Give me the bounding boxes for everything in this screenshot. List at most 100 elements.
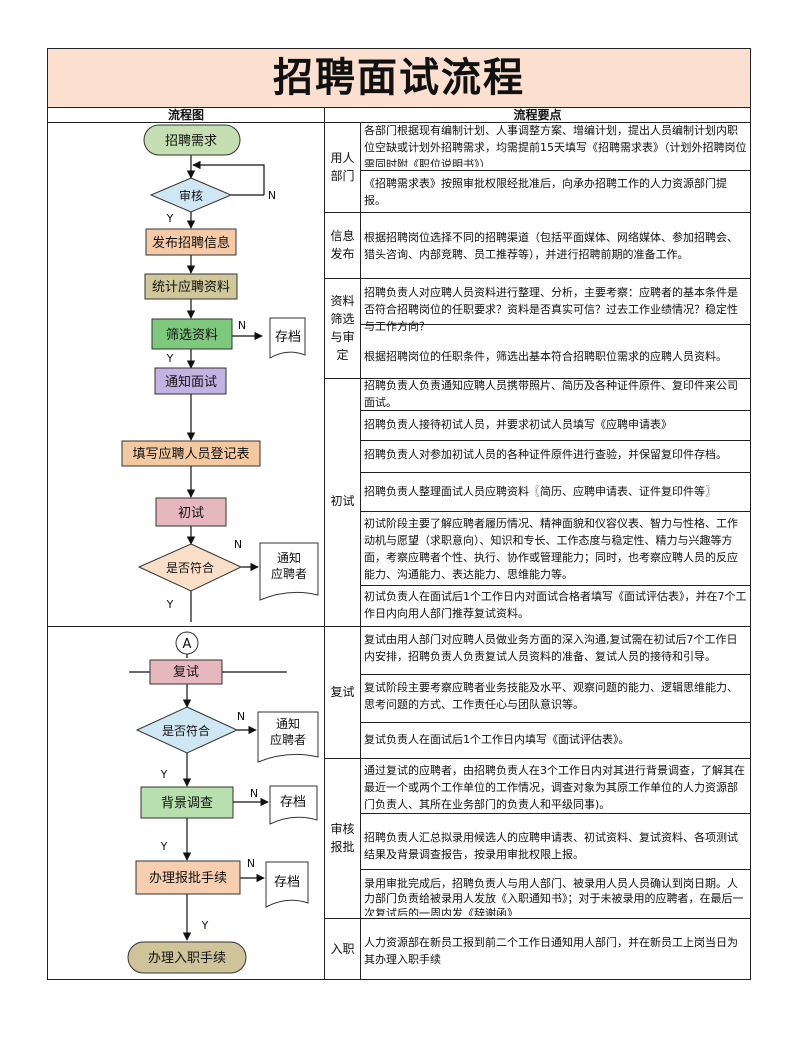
node-second xyxy=(149,659,223,685)
point-cell: 《招聘需求表》按照审批权限经批准后，向承办招聘工作的人力资源部门提报。 xyxy=(364,177,727,207)
section-divider xyxy=(325,212,750,213)
point-cell: 通过复试的应聘者，由招聘负责人在3个工作日内对其进行背景调查，了解其在最近一个或… xyxy=(364,764,745,811)
point-cell: 人力资源部在新员工报到前二个工作日通知用人部门，并在新员工上岗当日为其办理入职手… xyxy=(364,936,738,966)
notice-1-line-2: 应聘者 xyxy=(271,566,307,581)
category-资料筛选与审定: 资料筛选与审定 xyxy=(330,294,355,362)
column-divider-category xyxy=(360,122,361,980)
node-onboard xyxy=(127,941,247,974)
node-stats-label: 统计应聘资料 xyxy=(152,279,230,295)
node-first xyxy=(155,497,227,527)
row-divider xyxy=(361,722,750,723)
document-notice-2 xyxy=(257,711,319,763)
category-复试: 复试 xyxy=(330,685,355,699)
flowchart-nodes xyxy=(121,124,319,974)
document-notice-1 xyxy=(259,542,319,601)
point-cell: 录用审批完成后，招聘负责人与用人部门、被录用人员人员确认到岗日期。人力部门负责给… xyxy=(364,877,744,916)
row-divider xyxy=(361,674,750,675)
archive-2-label: 存档 xyxy=(280,795,306,810)
point-cell: 招聘负责人汇总拟录用候选人的应聘申请表、初试资料、复试资料、各项测试结果及背景调… xyxy=(364,831,738,861)
row-divider xyxy=(361,869,750,870)
yes-label: Y xyxy=(166,598,174,611)
archive-3-label: 存档 xyxy=(274,875,300,890)
category-入职: 入职 xyxy=(330,942,355,956)
node-match-2 xyxy=(135,706,239,754)
node-review xyxy=(149,177,233,213)
section-divider xyxy=(325,626,750,627)
node-approval xyxy=(135,860,241,895)
yes-label: Y xyxy=(160,768,168,781)
point-cell: 复试负责人在面试后1个工作日内填写《面试评估表》。 xyxy=(364,733,630,746)
row-divider xyxy=(361,324,750,325)
node-second-label: 复试 xyxy=(173,665,199,680)
category-初试: 初试 xyxy=(330,494,355,508)
point-cell: 初试阶段主要了解应聘者履历情况、精神面貌和仪容仪表、智力与性格、工作动机与愿望（… xyxy=(364,517,738,581)
points-header: 流程要点 xyxy=(513,108,562,122)
node-review-label: 审核 xyxy=(179,188,203,203)
point-cell: 招聘负责人整理面试人员应聘资料〖简历、应聘申请表、证件复印件等〗 xyxy=(364,485,716,498)
point-cell: 招聘负责人对参加初试人员的各种证件原件进行查验，并保留复印件存档。 xyxy=(364,448,727,461)
section-divider xyxy=(325,758,750,759)
column-divider-right xyxy=(750,122,751,980)
node-start xyxy=(143,124,241,156)
point-cell: 初试负责人在面试后1个工作日内对面试合格者填写《面试评估表》，并在7个工作日内向… xyxy=(364,590,747,620)
yes-label: Y xyxy=(166,212,174,225)
yes-label: Y xyxy=(166,352,174,365)
node-notify-label: 通知面试 xyxy=(165,374,217,390)
node-first-label: 初试 xyxy=(178,506,204,521)
page-title: 招聘面试流程 xyxy=(273,55,525,101)
row-divider xyxy=(361,440,750,441)
notice-2-line-2: 应聘者 xyxy=(270,732,306,747)
node-register-label: 填写应聘人员登记表 xyxy=(132,446,249,462)
node-match-1 xyxy=(137,543,243,592)
no-label: N xyxy=(234,538,242,551)
node-match-1-label: 是否符合 xyxy=(166,560,214,575)
branch-labels: N Y N Y N Y N Y N Y N Y xyxy=(160,189,276,932)
node-match-2-label: 是否符合 xyxy=(162,723,210,738)
point-cell: 根据招聘岗位选择不同的招聘渠道（包括平面媒体、网络媒体、参加招聘会、猎头咨询、内… xyxy=(364,231,738,261)
row-divider xyxy=(361,585,750,586)
category-用人部门: 用人部门 xyxy=(330,151,355,183)
node-screen xyxy=(151,318,233,350)
notice-2-line-1: 通知 xyxy=(276,717,300,731)
column-divider-main xyxy=(324,108,325,980)
yes-label: Y xyxy=(160,840,168,853)
node-background-label: 背景调查 xyxy=(161,796,213,811)
node-stats xyxy=(144,273,238,300)
section-divider xyxy=(325,918,750,919)
category-信息发布: 信息发布 xyxy=(330,229,355,261)
document-archive-1 xyxy=(269,317,306,359)
node-publish xyxy=(145,228,237,256)
point-cell: 复试阶段主要考察应聘者业务技能及水平、观察问题的能力、逻辑思维能力、思考问题的方… xyxy=(364,681,738,711)
no-label: N xyxy=(238,319,246,332)
point-cell: 招聘负责人接待初试人员，并要求初试人员填写《应聘申请表》 xyxy=(364,418,672,431)
section-divider xyxy=(325,378,750,379)
point-cell: 各部门根据现有编制计划、人事调整方案、增编计划，提出人员编制计划内职位空缺或计划… xyxy=(364,124,747,167)
connector-label: A xyxy=(183,637,192,652)
document-archive-2 xyxy=(269,785,318,825)
point-cell: 根据招聘岗位的任职条件，筛选出基本符合招聘职位需求的应聘人员资料。 xyxy=(364,350,727,363)
node-onboard-label: 办理入职手续 xyxy=(148,951,226,966)
loop-arrow xyxy=(192,160,265,195)
connector-circle xyxy=(175,631,199,655)
node-start-label: 招聘需求 xyxy=(165,134,217,149)
archive-1-label: 存档 xyxy=(275,330,301,345)
section-divider xyxy=(325,278,750,279)
node-screen-label: 筛选资料 xyxy=(166,328,218,343)
yes-label: Y xyxy=(201,919,209,932)
no-label: N xyxy=(237,710,245,723)
category-审核报批: 审核报批 xyxy=(330,822,355,854)
title-band xyxy=(48,49,750,108)
node-publish-label: 发布招聘信息 xyxy=(152,235,230,251)
row-divider xyxy=(361,472,750,473)
notice-1-line-1: 通知 xyxy=(277,551,301,565)
header-divider xyxy=(48,122,750,123)
row-divider xyxy=(361,511,750,512)
row-divider xyxy=(361,410,750,411)
no-label: N xyxy=(268,189,276,202)
row-divider xyxy=(361,170,750,171)
point-cell: 复试由用人部门对应聘人员做业务方面的深入沟通,复试需在初试后7个工作日内安排，招… xyxy=(364,633,738,663)
point-cell: 招聘负责人负责通知应聘人员携带照片、简历及各种证件原件、复印件来公司面试。 xyxy=(364,379,738,409)
document-archive-3 xyxy=(265,861,309,908)
point-cell: 招聘负责人对应聘人员资料进行整理、分析，主要考察：应聘者的基本条件是否符合招聘岗… xyxy=(364,286,738,333)
